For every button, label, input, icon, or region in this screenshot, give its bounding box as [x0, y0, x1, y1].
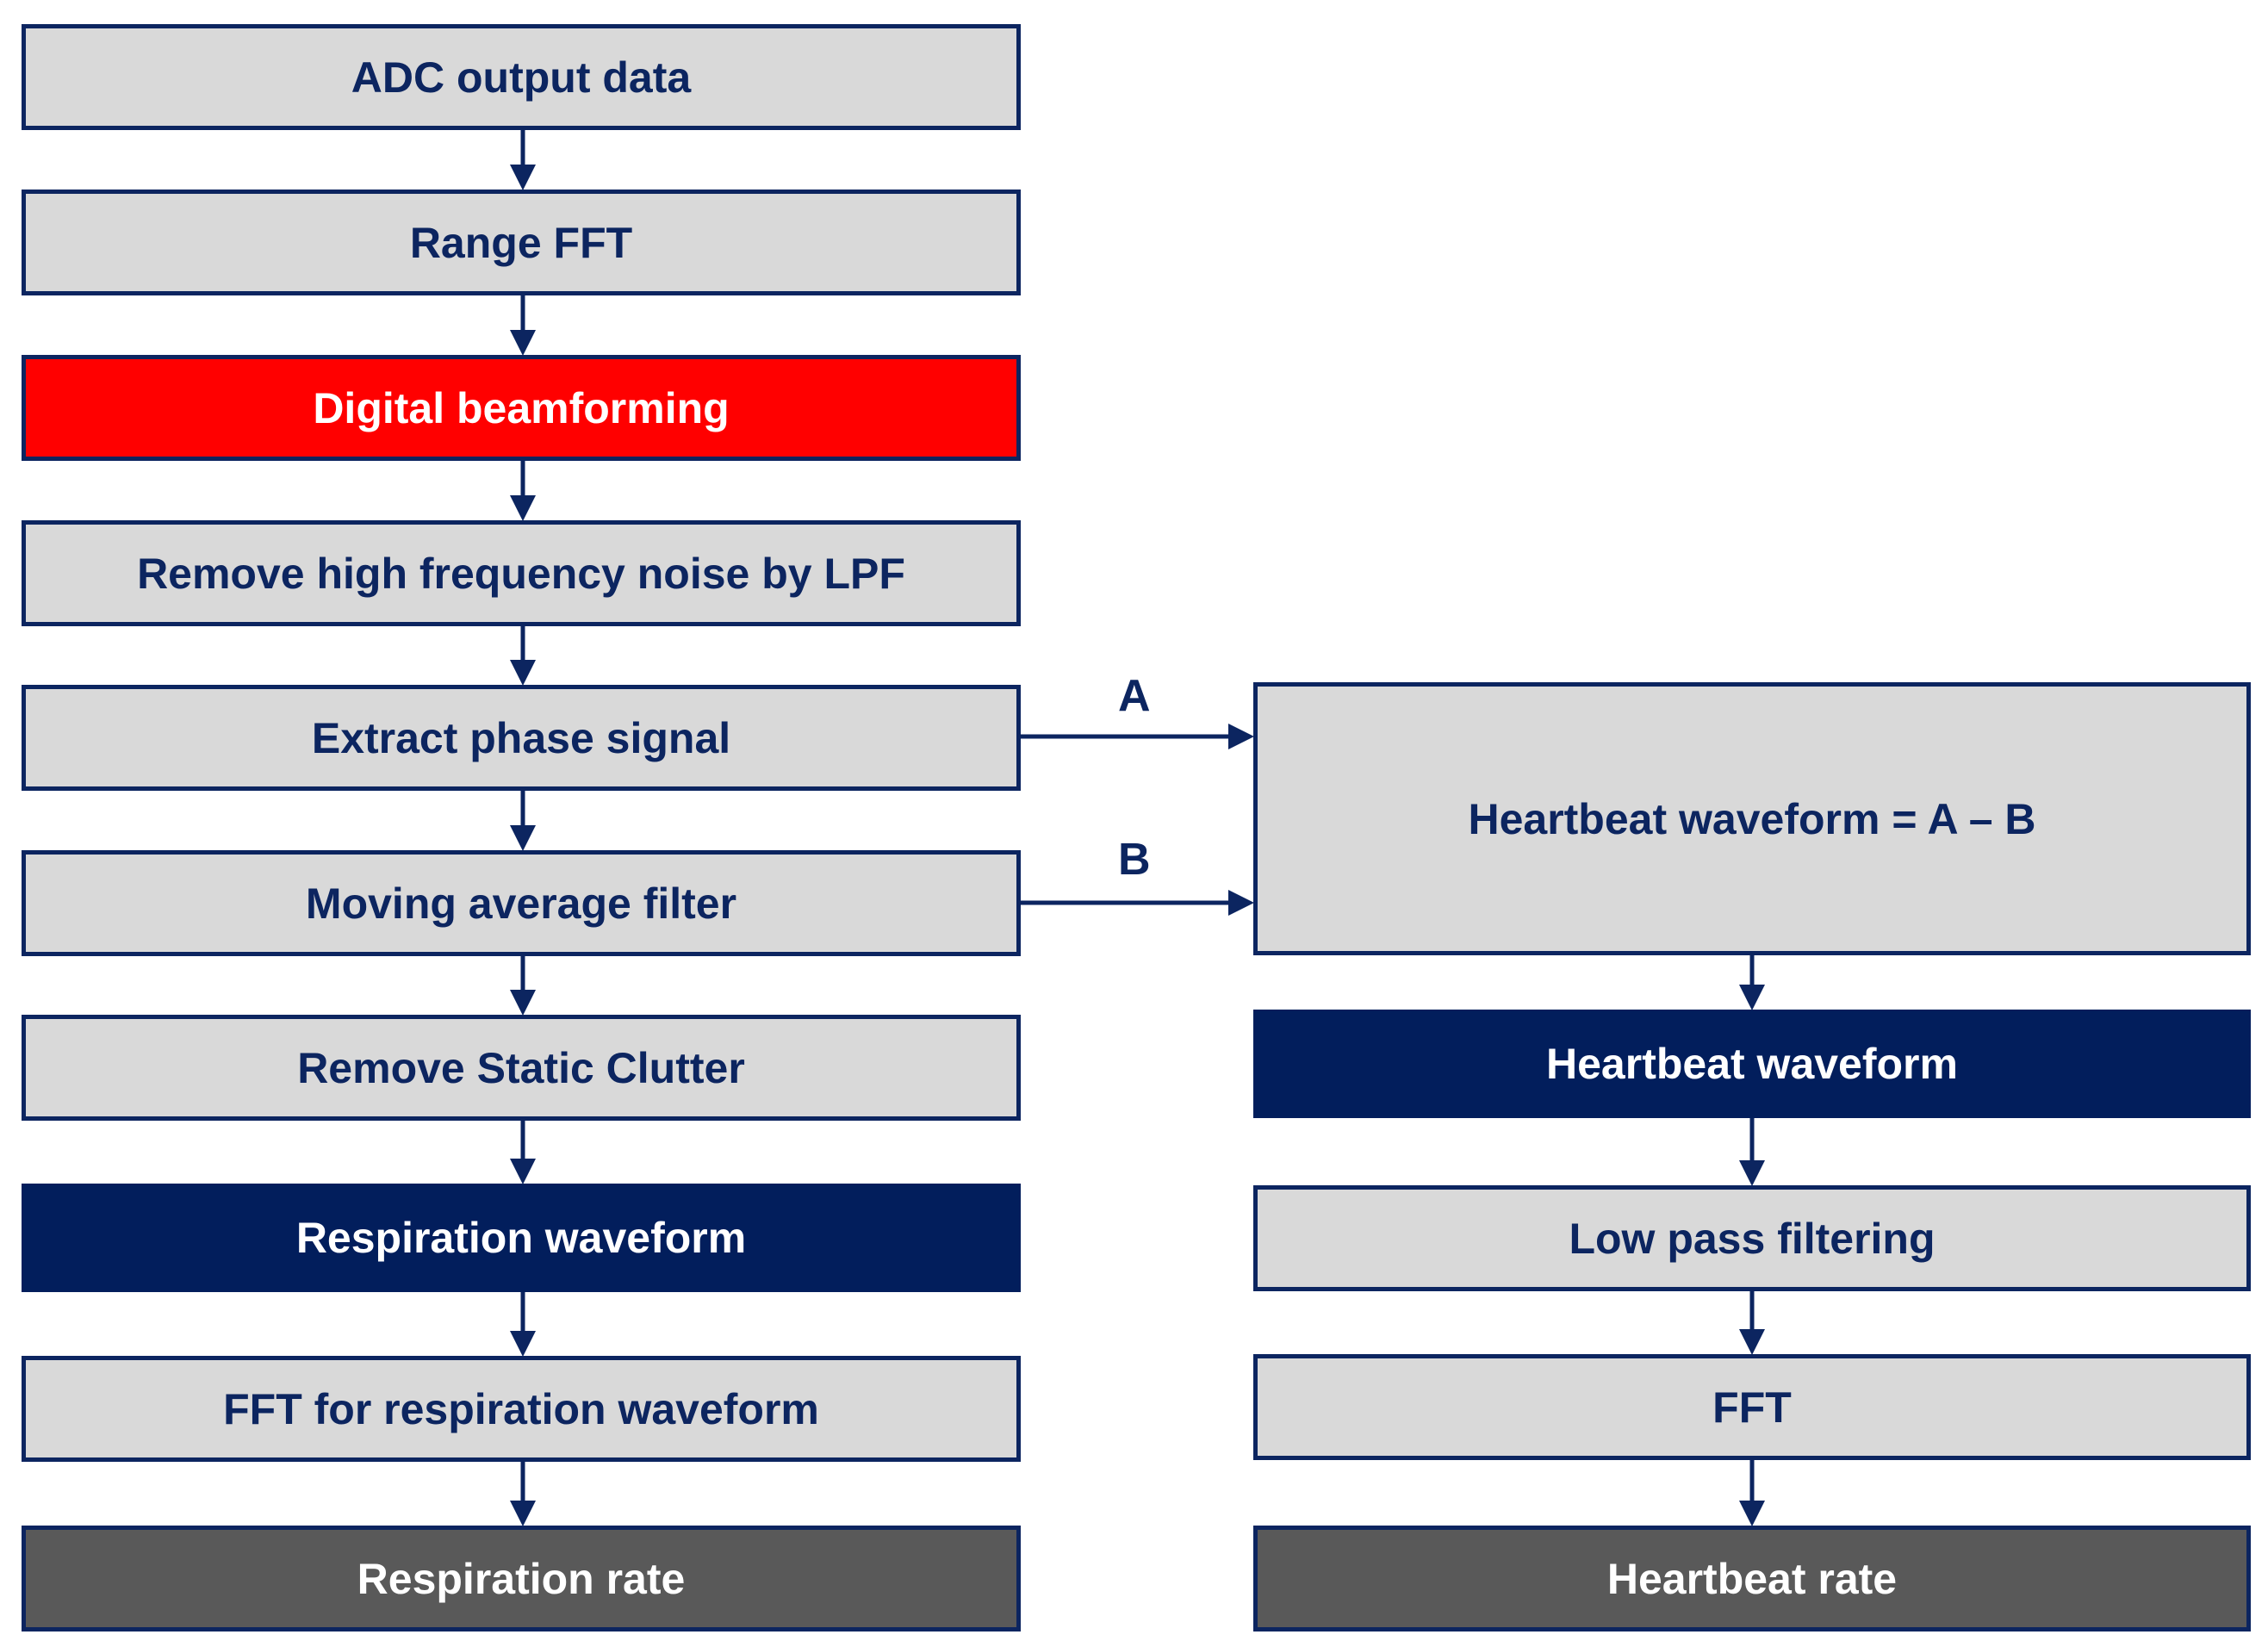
remove-static-clutter-box: Remove Static Clutter [22, 1015, 1021, 1121]
low-pass-filtering-box: Low pass filtering [1253, 1185, 2251, 1291]
heartbeat-rate-box: Heartbeat rate [1253, 1526, 2251, 1631]
connector-label-a: A [1118, 671, 1151, 721]
respiration-rate-box: Respiration rate [22, 1526, 1021, 1631]
connector-label-b: B [1118, 835, 1151, 885]
fft-box: FFT [1253, 1354, 2251, 1460]
extract-phase-signal-box: Extract phase signal [22, 685, 1021, 791]
remove-high-frequency-noise-box: Remove high frequency noise by LPF [22, 520, 1021, 626]
moving-average-filter-box: Moving average filter [22, 850, 1021, 956]
range-fft-box: Range FFT [22, 190, 1021, 295]
respiration-waveform-box: Respiration waveform [22, 1184, 1021, 1292]
digital-beamforming-box: Digital beamforming [22, 355, 1021, 461]
adc-output-data-box: ADC output data [22, 24, 1021, 130]
heartbeat-difference-box: Heartbeat waveform = A – B [1253, 682, 2251, 955]
heartbeat-waveform-box: Heartbeat waveform [1253, 1010, 2251, 1118]
fft-respiration-waveform-box: FFT for respiration waveform [22, 1356, 1021, 1462]
